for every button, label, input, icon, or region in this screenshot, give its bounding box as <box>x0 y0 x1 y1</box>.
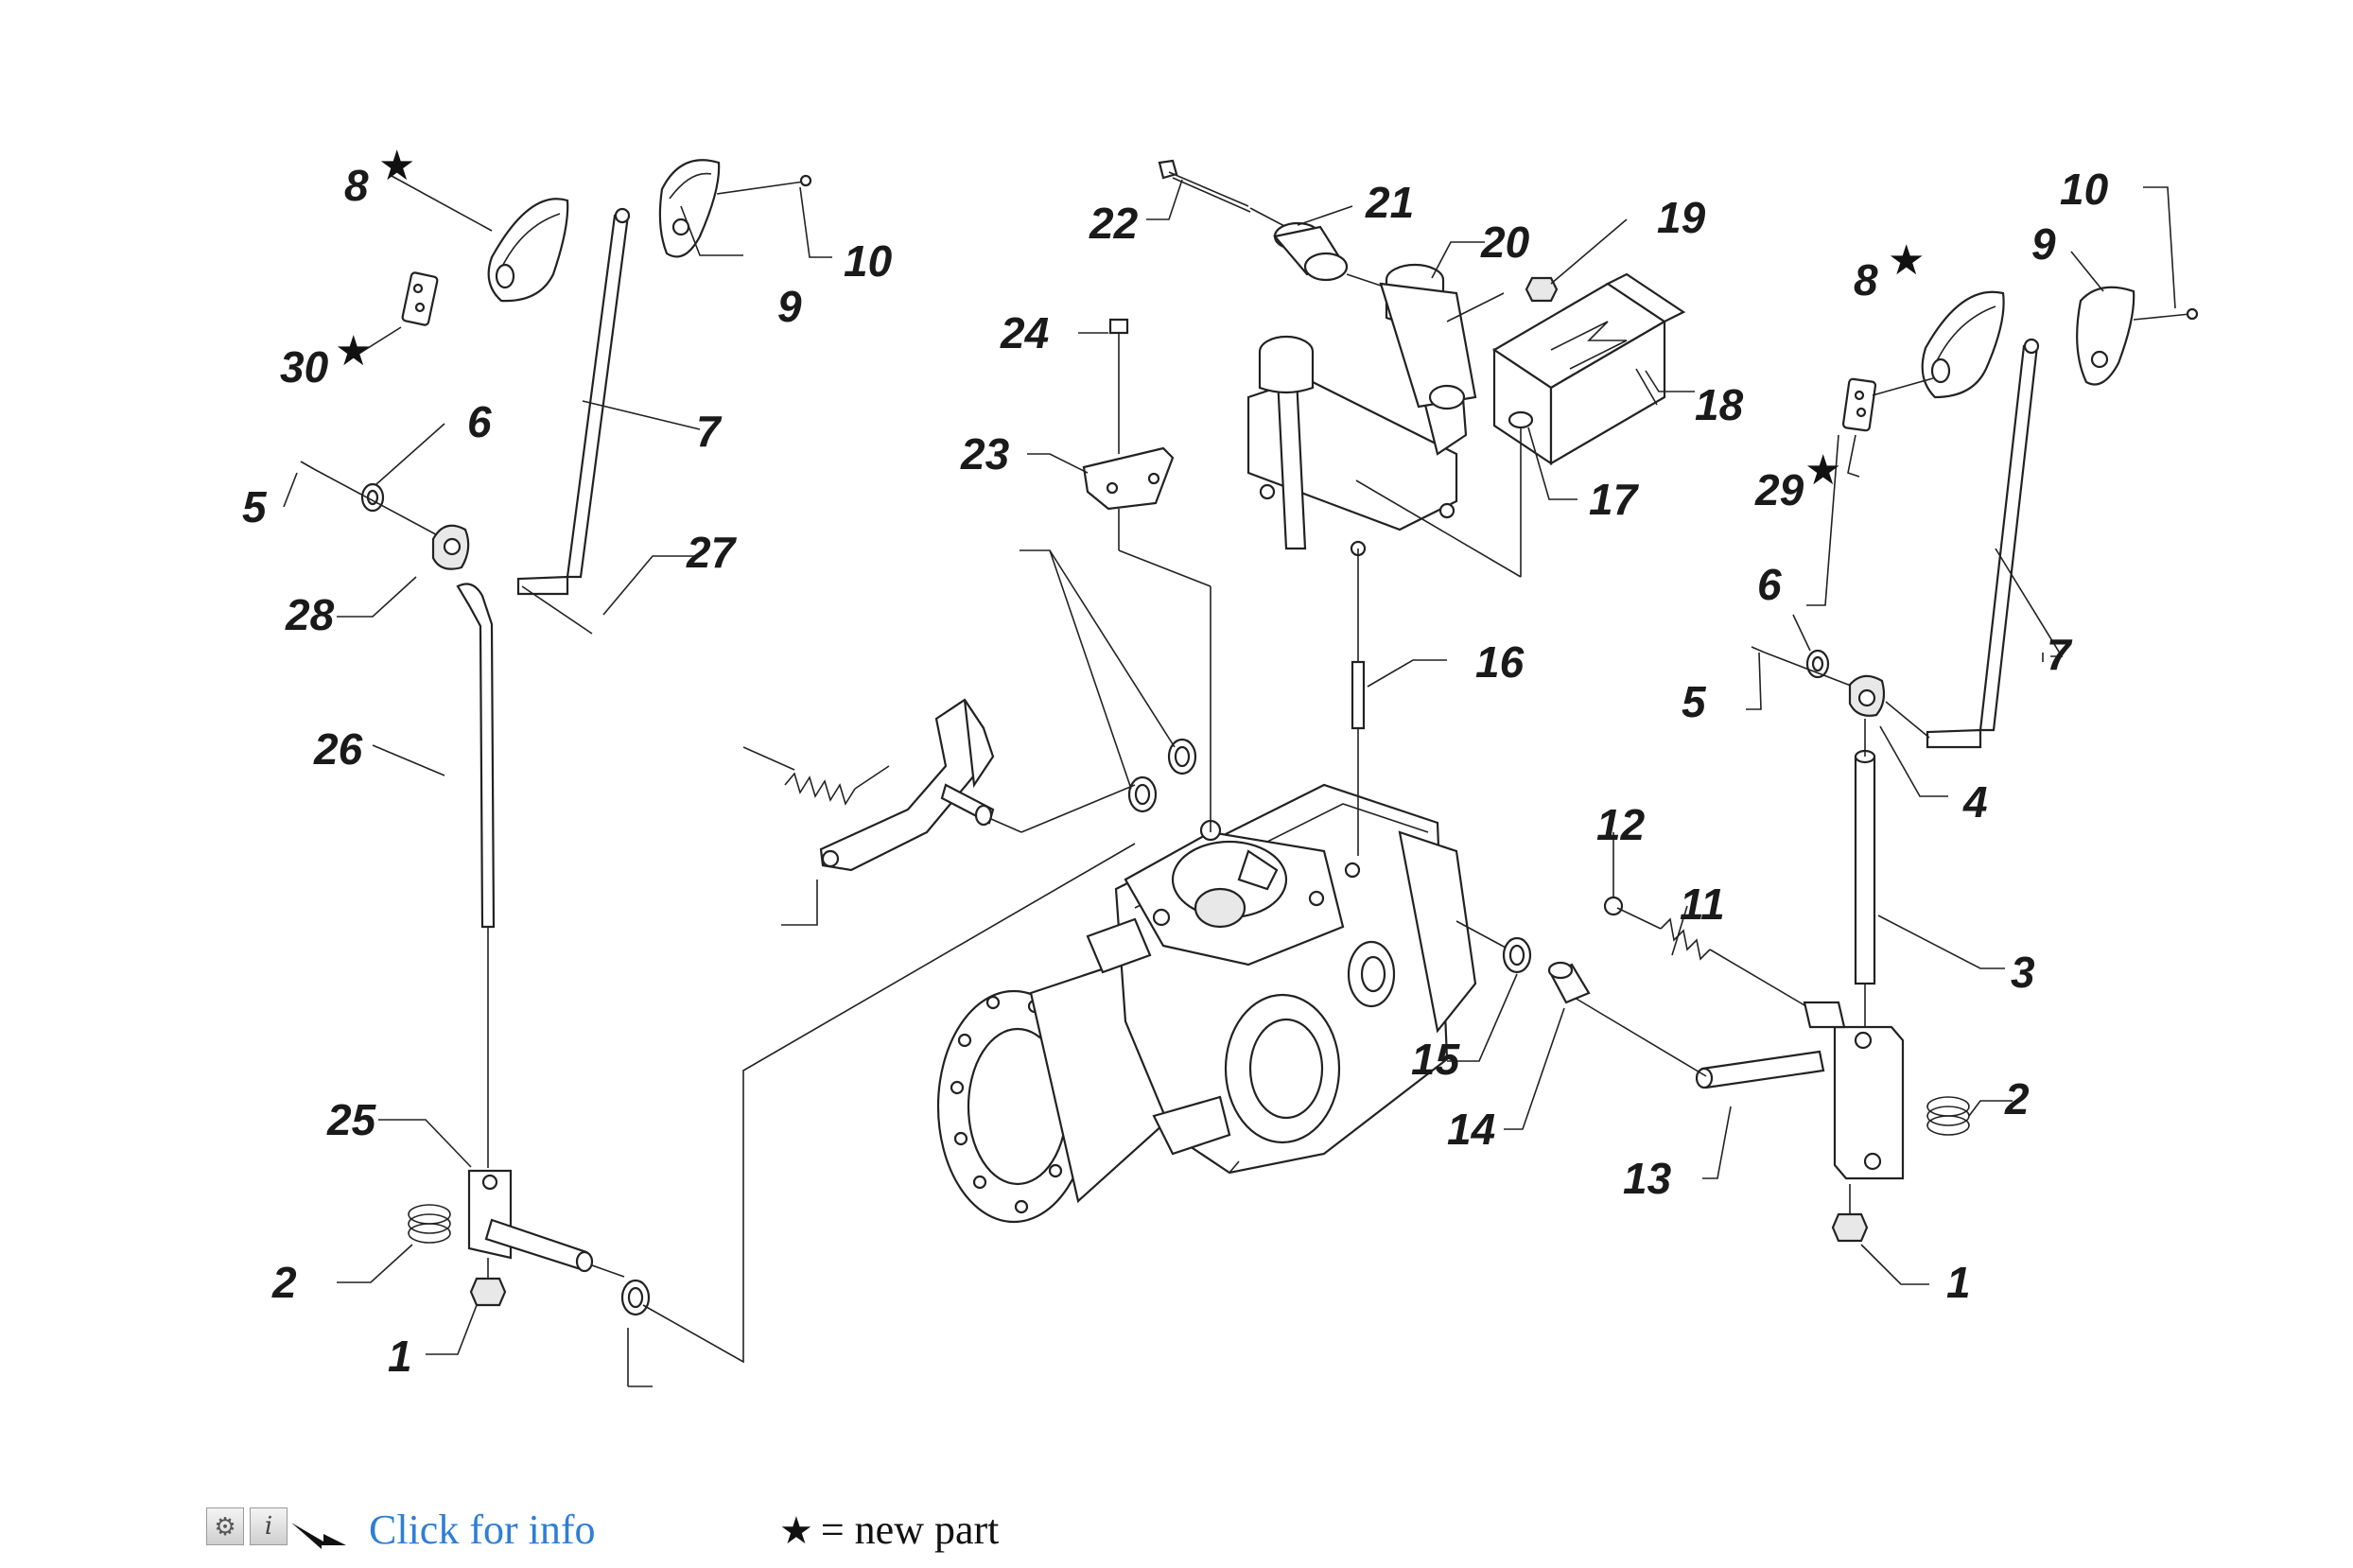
callout-2-left: 2 <box>271 1258 297 1307</box>
callout-labels: 8 ★ 10 9 30 ★ 6 7 5 27 28 26 25 2 1 22 2… <box>242 142 2109 1381</box>
callout-3: 3 <box>2011 948 2035 997</box>
callout-20: 20 <box>1480 218 1530 267</box>
new-part-star-icon: ★ <box>378 142 415 190</box>
callout-4: 4 <box>1962 777 1988 827</box>
callout-26: 26 <box>313 724 363 774</box>
callout-7-right: 7 <box>2047 630 2073 679</box>
new-part-star-icon: ★ <box>1804 446 1841 495</box>
legend-text: = new part <box>820 1507 1000 1553</box>
left-lever-assembly <box>300 159 1136 1387</box>
info-icon: i <box>264 1512 273 1541</box>
leader-lines <box>283 175 2176 1355</box>
callout-6-right: 6 <box>1757 560 1782 609</box>
pointer-arrow-icon <box>291 1523 346 1549</box>
new-part-star-icon: ★ <box>1888 236 1925 285</box>
callout-5-left: 5 <box>242 482 268 531</box>
callout-8-right: 8 <box>1854 255 1878 305</box>
callout-6-left: 6 <box>467 397 492 446</box>
callout-25: 25 <box>326 1095 377 1144</box>
callout-14: 14 <box>1447 1105 1495 1154</box>
right-lever-assembly <box>1455 286 2199 1243</box>
callout-30: 30 <box>280 342 329 392</box>
callout-5-right: 5 <box>1682 677 1707 726</box>
click-for-info-link[interactable]: Click for info <box>369 1507 596 1553</box>
callout-13: 13 <box>1623 1154 1672 1203</box>
star-icon: ★ <box>779 1509 813 1553</box>
new-part-star-icon: ★ <box>335 327 372 375</box>
callout-2-right: 2 <box>2004 1074 2030 1124</box>
callout-7-left: 7 <box>696 407 723 456</box>
callout-10-right: 10 <box>2060 165 2109 214</box>
callout-28: 28 <box>285 590 335 639</box>
mount-bracket-assembly <box>1082 159 1686 856</box>
callout-1-left: 1 <box>388 1332 412 1381</box>
callout-23: 23 <box>960 429 1010 479</box>
callout-8-left: 8 <box>344 161 369 210</box>
gearbox-housing <box>936 783 1477 1224</box>
callout-11: 11 <box>1680 880 1725 929</box>
new-part-legend: ★= new part <box>779 1506 999 1554</box>
footer-bar: ⚙ i Click for info ★= new part <box>206 1504 1152 1560</box>
callout-19: 19 <box>1657 193 1706 242</box>
callout-27: 27 <box>686 528 738 577</box>
callout-24: 24 <box>1000 308 1049 357</box>
callout-1-right: 1 <box>1946 1258 1971 1307</box>
callout-18: 18 <box>1695 380 1744 429</box>
settings-button[interactable]: ⚙ <box>206 1507 244 1545</box>
callout-15: 15 <box>1411 1035 1461 1084</box>
callout-21: 21 <box>1365 178 1414 227</box>
callout-9-right: 9 <box>2031 219 2056 269</box>
info-button[interactable]: i <box>250 1507 288 1545</box>
callout-17: 17 <box>1589 475 1640 524</box>
callout-12: 12 <box>1596 800 1646 849</box>
callout-22: 22 <box>1089 199 1139 248</box>
exploded-parts-diagram: 8 ★ 10 9 30 ★ 6 7 5 27 28 26 25 2 1 22 2… <box>242 142 2199 1387</box>
callout-16: 16 <box>1475 637 1525 687</box>
callout-9-left: 9 <box>777 282 802 331</box>
selector-lever <box>742 698 1136 926</box>
gear-icon: ⚙ <box>214 1511 236 1541</box>
seals <box>1020 549 1197 813</box>
callout-29: 29 <box>1754 465 1804 514</box>
callout-10-left: 10 <box>844 236 893 286</box>
